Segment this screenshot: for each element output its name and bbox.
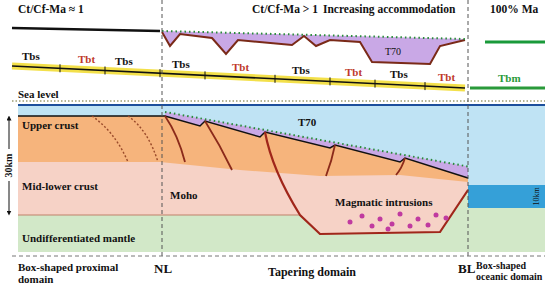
layer-label: Upper crust xyxy=(22,119,78,131)
sea-surface xyxy=(18,104,545,106)
drawing-part xyxy=(416,217,421,222)
proximal-fault xyxy=(92,116,128,162)
drawing-part xyxy=(378,217,383,222)
scale-arrow xyxy=(9,118,10,149)
proximal-fault xyxy=(128,116,158,162)
header-label: 100% Ma xyxy=(490,3,538,16)
drawing-part xyxy=(105,67,106,75)
scale-label: 30km xyxy=(3,153,14,177)
detachment-fault xyxy=(265,132,468,234)
unit-label: Tbt xyxy=(345,66,362,78)
normal-fault xyxy=(326,145,335,176)
moho-line xyxy=(18,215,300,216)
basement-line xyxy=(162,32,465,64)
basin-fill xyxy=(162,31,465,64)
drawing-part xyxy=(425,82,426,90)
drawing-part xyxy=(160,69,161,77)
boundary-label: BL xyxy=(458,262,475,276)
horizon-label: T70 xyxy=(385,46,401,57)
sea-level-label: Sea level xyxy=(18,88,59,100)
lower-crust-fill xyxy=(18,116,468,234)
t70-horizon xyxy=(165,112,468,167)
drawing-part xyxy=(360,214,365,219)
drawing-part xyxy=(348,220,353,225)
unit-label: Tbs xyxy=(115,55,133,67)
unit-label: Tbs xyxy=(22,50,40,62)
drawing-part xyxy=(205,71,206,79)
unit-label: Tbs xyxy=(292,64,310,76)
unit-label: Tbs xyxy=(390,68,408,80)
upper-crust-fill xyxy=(18,116,468,182)
drawing-part xyxy=(426,223,431,228)
scale-arrow xyxy=(9,181,10,213)
drawing-part xyxy=(60,64,61,72)
drawing-part xyxy=(444,216,449,221)
normal-fault xyxy=(165,116,185,162)
normal-fault xyxy=(205,121,232,170)
header-label: Ct/Cf-Ma ≈ 1 xyxy=(18,3,84,16)
header-label: Increasing accommodation xyxy=(323,3,455,16)
layer-label: Magmatic intrusions xyxy=(335,196,432,208)
drawing-part xyxy=(275,75,276,83)
base-line xyxy=(12,256,545,257)
domain-divider xyxy=(468,0,469,256)
sea-level-line xyxy=(12,101,545,102)
horizon-label: T70 xyxy=(298,116,316,128)
drawing-part xyxy=(330,77,331,85)
drawing-part xyxy=(386,227,391,232)
drawing-part xyxy=(434,213,439,218)
drawing-part xyxy=(370,224,375,229)
boundary-label: NL xyxy=(154,262,172,276)
layer-label: Undifferentiated mantle xyxy=(22,232,135,244)
unit-label: Tbt xyxy=(78,53,95,65)
oceanic-profile xyxy=(485,41,545,44)
unit-label: Tbt xyxy=(438,71,455,83)
drawing-part xyxy=(408,224,413,229)
oceanic-crust xyxy=(468,185,545,208)
oceanic-line xyxy=(470,87,545,90)
magmatic-dots xyxy=(348,212,449,232)
drawing-part xyxy=(398,212,403,217)
drawing-part xyxy=(390,222,395,227)
domain-label: Box-shaped proximal domain xyxy=(18,261,138,285)
unit-label: Tbm xyxy=(498,72,521,84)
proximal-profile xyxy=(12,28,160,31)
mantle-fill xyxy=(18,105,545,252)
scale-label: 10km xyxy=(533,187,542,205)
layer-label: Moho xyxy=(170,189,198,201)
unit-label: Tbt xyxy=(232,61,249,73)
drawing-part xyxy=(375,80,376,88)
normal-fault xyxy=(396,158,405,175)
layer-label: Mid-lower crust xyxy=(22,180,98,192)
block-tops xyxy=(18,116,468,178)
header-label: Ct/Cf-Ma > 1 xyxy=(252,3,318,16)
domain-divider xyxy=(162,0,163,256)
t70-horizon xyxy=(162,31,465,39)
domain-label: Tapering domain xyxy=(268,266,356,279)
domain-label: Box-shaped oceanic domain xyxy=(476,260,546,282)
unit-label: Tbs xyxy=(172,58,190,70)
